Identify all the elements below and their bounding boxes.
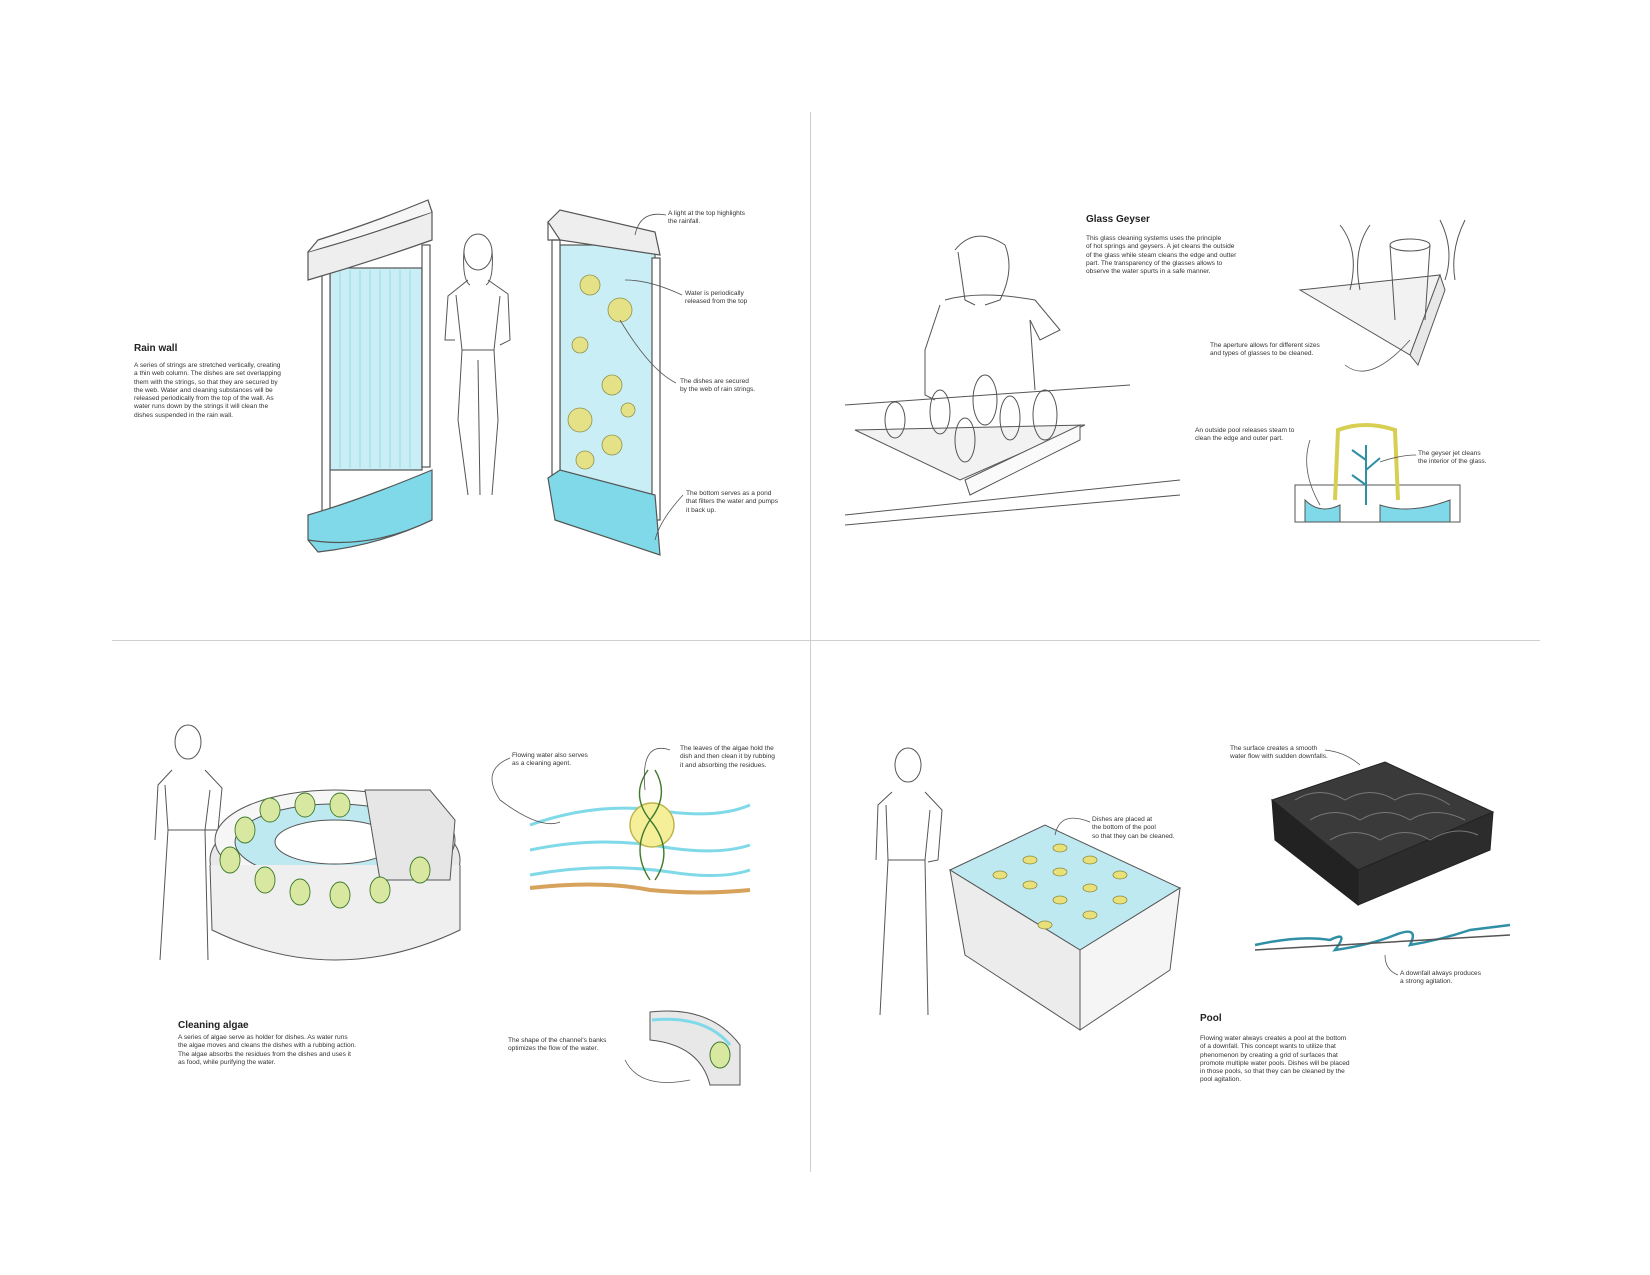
glass-geyser-leader-lines: [1306, 339, 1417, 506]
horizontal-divider: [112, 640, 1540, 641]
counter-line: [844, 384, 1181, 526]
glass-geyser-note-jet: The geyser jet cleans the interior of th…: [1418, 450, 1487, 466]
man-figure: [924, 235, 1061, 401]
pool-surface-tile: [1270, 761, 1495, 907]
pool-note-dishes: Dishes are placed at the bottom of the p…: [1092, 816, 1175, 840]
rain-wall-leader-lines: [619, 213, 684, 541]
glass-geyser-description: This glass cleaning systems uses the pri…: [1086, 235, 1237, 276]
pool-description: Flowing water always creates a pool at t…: [1200, 1035, 1350, 1084]
rain-wall-note-dishes: The dishes are secured by the web of rai…: [680, 378, 756, 394]
rain-wall-description: A series of strings are stretched vertic…: [134, 362, 281, 419]
rain-wall-front-view: [307, 199, 433, 553]
glass-geyser-note-pool: An outside pool releases steam to clean …: [1195, 427, 1295, 443]
glass-geyser-title: Glass Geyser: [1086, 214, 1150, 225]
channel-bank-detail: [649, 1010, 741, 1086]
cleaning-algae-title: Cleaning algae: [178, 1020, 249, 1031]
cleaning-algae-note-banks: The shape of the channel's banks optimiz…: [508, 1037, 607, 1053]
rain-wall-note-light: A light at the top highlights the rainfa…: [668, 210, 745, 226]
woman-figure: [444, 233, 511, 496]
vertical-divider: [810, 112, 811, 1172]
cleaning-algae-leader-lines: [491, 748, 691, 1083]
rain-wall-note-water: Water is periodically released from the …: [685, 290, 748, 306]
pool-title: Pool: [1200, 1013, 1222, 1024]
cleaning-algae-note-flow: Flowing water also serves as a cleaning …: [512, 752, 588, 768]
pool-note-surface: The surface creates a smooth water flow …: [1230, 745, 1328, 761]
cleaning-algae-note-leaves: The leaves of the algae hold the dish an…: [680, 745, 775, 769]
pool-note-downfall: A downfall always produces a strong agit…: [1400, 970, 1482, 986]
downfall-cross-section: [1254, 923, 1511, 952]
rain-wall-note-bottom: The bottom serves as a pond that filters…: [686, 490, 778, 514]
pool-basin: [948, 824, 1182, 1031]
algae-ring-basin: [209, 789, 461, 961]
rain-wall-title: Rain wall: [134, 343, 178, 354]
geyser-cross-section: [1294, 423, 1461, 523]
pool-leader-lines: [1054, 749, 1399, 976]
glass-geyser-note-aperture: The aperture allows for different sizes …: [1210, 342, 1320, 358]
glass-tray: [854, 374, 1086, 496]
cleaning-algae-description: A series of algae serve as holder for di…: [178, 1034, 357, 1066]
woman-figure-pool: [875, 747, 943, 1016]
woman-figure-algae: [154, 724, 223, 961]
algae-detail: [529, 769, 751, 895]
rain-wall-perspective-view: [547, 209, 661, 556]
glass-holder-detail: [1298, 219, 1466, 367]
